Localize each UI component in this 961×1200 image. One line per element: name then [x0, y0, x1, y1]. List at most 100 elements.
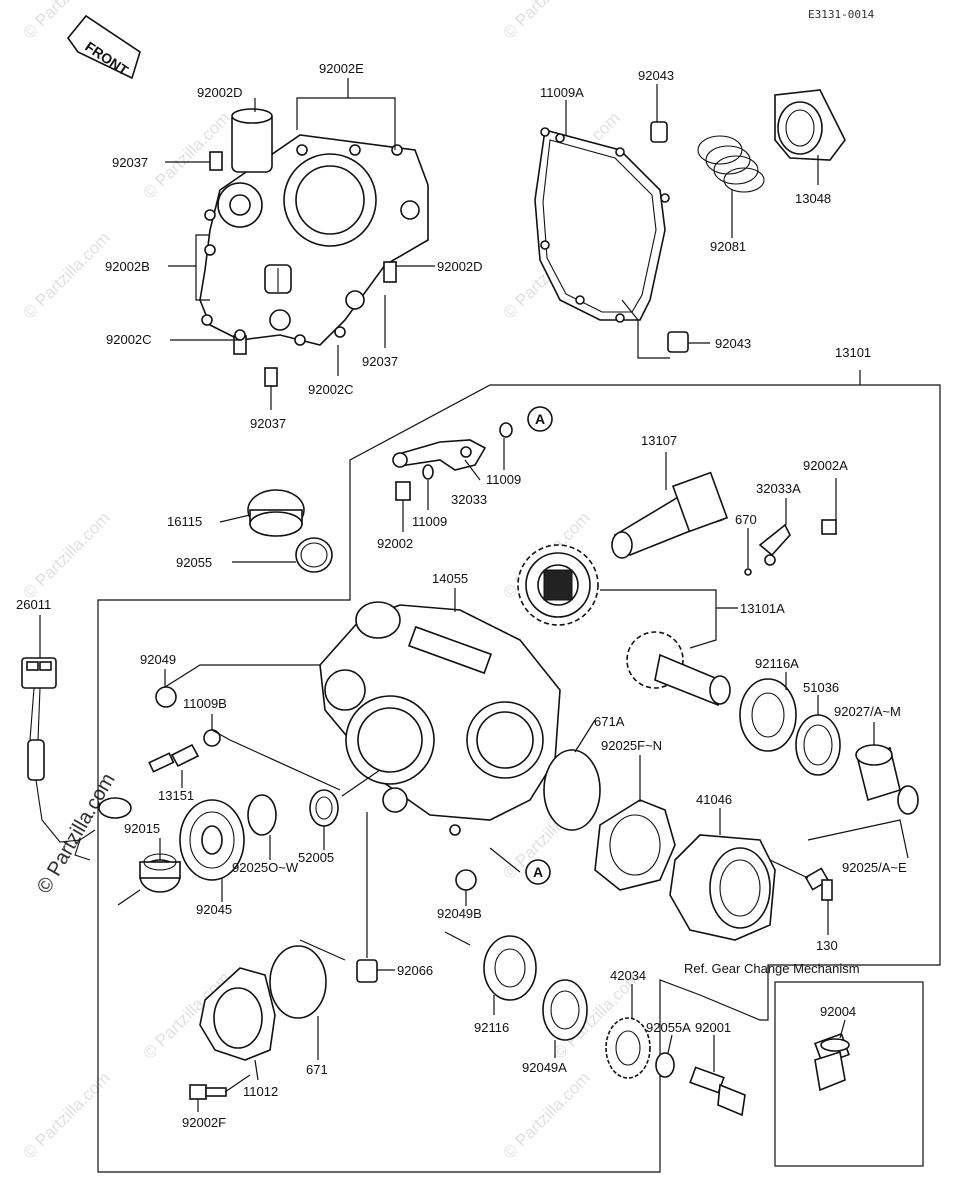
label-mark-a-top: A: [535, 411, 545, 427]
label-92049A: 92049A: [522, 1060, 567, 1075]
label-32033: 32033: [451, 492, 487, 507]
label-92116A: 92116A: [755, 656, 799, 671]
label-92025O-W: 92025O~W: [232, 860, 299, 875]
label-41046: 41046: [696, 792, 732, 807]
label-mark-a-bottom: A: [533, 864, 543, 880]
label-130: 130: [816, 938, 838, 953]
leader-92055A: [667, 1034, 673, 1054]
mark-a-bottom: [525, 859, 551, 885]
label-11009B: 11009B: [183, 696, 227, 711]
leader-92004: [839, 1019, 846, 1039]
label-92025F-N: 92025F~N: [601, 738, 662, 753]
cap-16115: [247, 489, 333, 573]
oring-671A: [543, 749, 601, 831]
leader-bracket-92116: [444, 931, 471, 946]
ref-gear-change-box: [774, 981, 924, 1167]
watermark-side: © Partzilla.com: [33, 770, 119, 898]
dowel-92043-top: [650, 121, 668, 143]
bolt-130: [804, 867, 833, 901]
leader-16115: [219, 514, 251, 523]
label-92055A: 92055A: [646, 1020, 691, 1035]
leader-32033: [464, 459, 481, 481]
seal-92049A: [542, 979, 588, 1041]
leader-bracket-130: [769, 859, 809, 879]
watermark: © Partzilla.com: [19, 1068, 113, 1162]
label-92045: 92045: [196, 902, 232, 917]
leader-mark-a: [489, 847, 521, 873]
label-11012: 11012: [243, 1084, 278, 1099]
leader-bracket-92015: [117, 889, 141, 906]
watermark: © Partzilla.com: [19, 228, 113, 322]
label-92004: 92004: [820, 1004, 856, 1019]
bearing-92045: [179, 799, 245, 881]
part-labels: 92002E 92002D 92037 92002B 92002D 92002C…: [16, 61, 907, 1130]
label-92015: 92015: [124, 821, 160, 836]
dowel-92066: [356, 959, 378, 983]
shaft-13107: [611, 471, 729, 559]
leader-11009B: [211, 714, 341, 791]
label-92002D-top: 92002D: [197, 85, 243, 100]
label-92002F: 92002F: [182, 1115, 226, 1130]
label-13151: 13151: [158, 788, 194, 803]
group-outline-13101: [97, 370, 941, 1173]
label-92002: 92002: [377, 536, 413, 551]
bearing-92116: [483, 935, 537, 1001]
label-92037-c: 92037: [250, 416, 286, 431]
label-92002A: 92002A: [803, 458, 848, 473]
ref-box-title: Ref. Gear Change Mechanism: [684, 961, 860, 976]
housing-41046: [669, 834, 776, 941]
label-13048: 13048: [795, 191, 831, 206]
label-92043-top: 92043: [638, 68, 674, 83]
label-92037-a: 92037: [112, 155, 148, 170]
leader-bracket-52005: [341, 769, 381, 797]
leader-13101A: [600, 589, 717, 649]
gasket-11009A: [534, 127, 670, 323]
shim-92025F-N: [594, 799, 676, 891]
label-92002C-left: 92002C: [106, 332, 152, 347]
leader-11012: [254, 1059, 259, 1081]
label-13101: 13101: [835, 345, 871, 360]
label-52005: 52005: [298, 850, 334, 865]
nut-92015: [139, 853, 181, 893]
label-671A: 671A: [594, 714, 625, 729]
label-92001: 92001: [695, 1020, 731, 1035]
collar-52005-inner: [315, 796, 333, 820]
cover-11012: [199, 967, 276, 1061]
gear-42034: [605, 1017, 651, 1079]
label-92002E: 92002E: [319, 61, 364, 76]
bolt-92001: [689, 1066, 746, 1117]
label-92002C-bottom: 92002C: [308, 382, 354, 397]
spacer-92027: [855, 744, 901, 802]
label-92066: 92066: [397, 963, 433, 978]
label-92081: 92081: [710, 239, 746, 254]
label-92002B: 92002B: [105, 259, 150, 274]
collar-13048: [774, 89, 846, 161]
leader-92043-bottom: [621, 299, 670, 359]
crankcase-cover-assembly: [199, 108, 429, 387]
label-42034: 42034: [610, 968, 646, 983]
label-11009A: 11009A: [540, 85, 584, 100]
label-92025A-E: 92025/A~E: [842, 860, 907, 875]
washer-11009B: [203, 729, 221, 747]
label-32033A: 32033A: [756, 481, 801, 496]
leader-bracket-671: [299, 939, 346, 961]
label-26011: 26011: [16, 597, 51, 612]
shim-92025A-E: [897, 785, 919, 815]
label-92002D-right: 92002D: [437, 259, 483, 274]
label-92116: 92116: [474, 1020, 509, 1035]
label-671: 671: [306, 1062, 328, 1077]
watermark: © Partzilla.com: [499, 0, 593, 43]
mark-a-top: [527, 406, 553, 432]
bearing-92116A: [739, 678, 797, 752]
diagram-code: E3131-0014: [808, 8, 875, 21]
front-arrow: FRONT: [66, 14, 141, 80]
label-51036: 51036: [803, 680, 839, 695]
pin-92004: [814, 1032, 850, 1092]
label-92043-bottom: 92043: [715, 336, 751, 351]
shim-92025O-W: [247, 794, 277, 836]
clip-32033A: [744, 519, 837, 576]
label-13101A: 13101A: [740, 601, 785, 616]
collar-52005: [309, 789, 339, 827]
